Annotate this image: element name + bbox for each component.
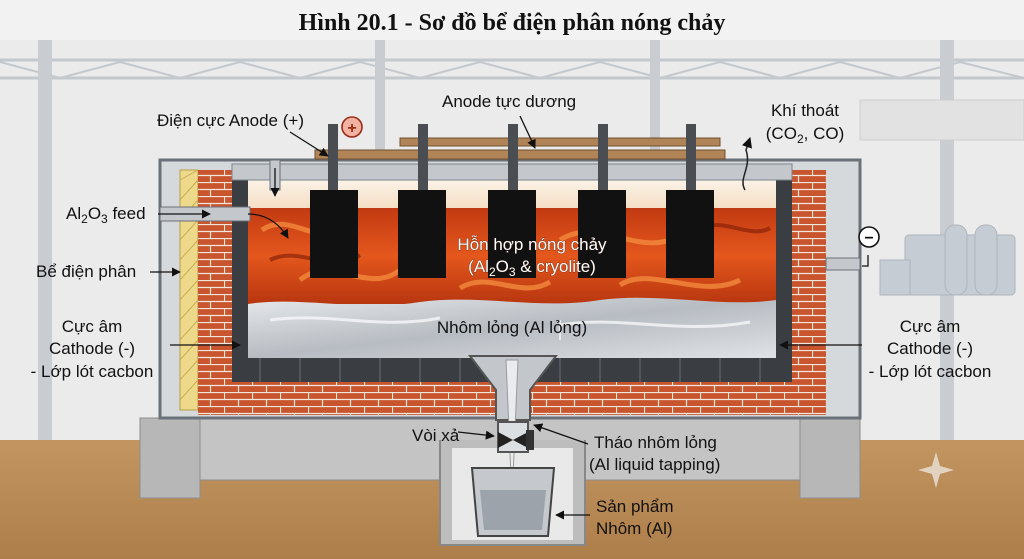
anode-top-rod — [399, 137, 721, 147]
sparkle-icon — [918, 452, 954, 488]
tapping-system — [467, 355, 559, 537]
label-cathode-left-3: - Lớp lót cacbon — [31, 362, 154, 381]
liquid-aluminium — [248, 297, 776, 358]
label-valve: Vòi xả — [412, 426, 460, 445]
label-anode-rod: Anode tực dương — [442, 92, 576, 111]
page-title: Hình 20.1 - Sơ đồ bể điện phân nóng chảy — [299, 10, 726, 36]
anode-block — [398, 190, 446, 278]
label-melt-line1: Hỗn hợp nóng chảy — [457, 235, 607, 254]
label-tank: Bể điện phân — [36, 262, 136, 281]
label-gas-line2: (CO2, CO) — [766, 124, 844, 146]
label-cathode-right-2: Cathode (-) — [887, 339, 973, 358]
anode-block — [488, 190, 536, 278]
cathode-connector — [825, 257, 861, 271]
label-tapping-1: Tháo nhôm lỏng — [594, 433, 717, 452]
valve — [498, 432, 528, 448]
anode-block — [310, 190, 358, 278]
label-product-2: Nhôm (Al) — [596, 519, 673, 538]
anode-block — [578, 190, 626, 278]
label-tapping-2: (Al liquid tapping) — [589, 455, 720, 474]
minus-sign: − — [864, 230, 873, 247]
leader-lines — [150, 115, 869, 520]
label-melt-line2: (Al2O3 & cryolite) — [468, 257, 596, 279]
label-feed: Al2O3 feed — [66, 204, 146, 226]
label-al-liquid: Nhôm lỏng (Al lỏng) — [437, 318, 587, 337]
plus-badge: + — [341, 116, 363, 138]
plus-sign: + — [347, 120, 356, 137]
anode-busbar — [314, 149, 726, 160]
anode-assembly — [310, 124, 726, 278]
gas-exhaust-arrow — [742, 137, 752, 191]
label-cathode-right-1: Cực âm — [900, 317, 961, 336]
label-product-1: Sản phẩm — [596, 497, 674, 516]
label-gas-line1: Khí thoát — [771, 101, 839, 120]
label-cathode-right-3: - Lớp lót cacbon — [869, 362, 992, 381]
label-cathode-left-2: Cathode (-) — [49, 339, 135, 358]
minus-badge: − — [858, 226, 880, 248]
label-anode-electrode: Điện cực Anode (+) — [157, 111, 304, 130]
label-cathode-left-1: Cực âm — [62, 317, 123, 336]
anode-block — [666, 190, 714, 278]
